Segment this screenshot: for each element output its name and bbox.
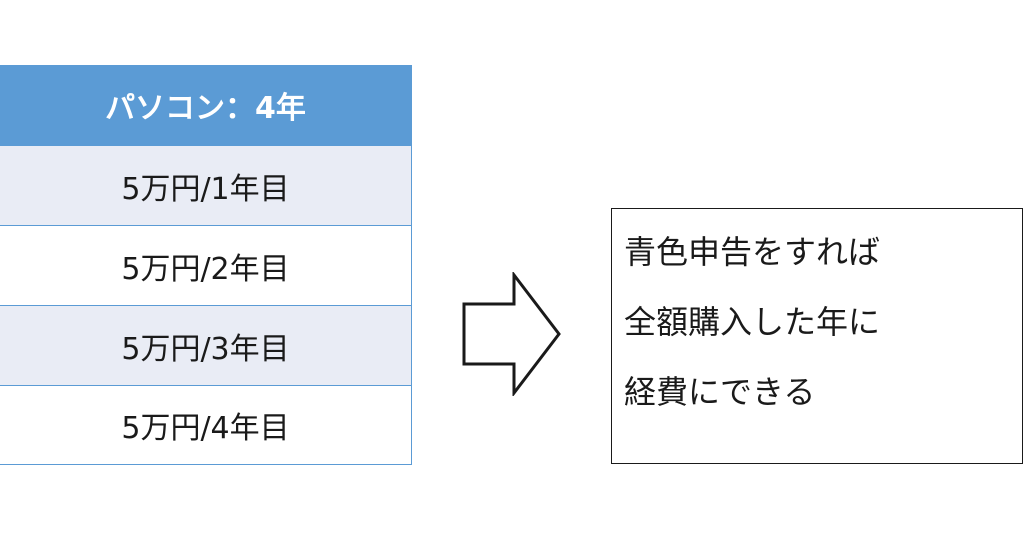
note-line: 青色申告をすれば	[624, 233, 881, 271]
table-row: 5万円/4年目	[0, 385, 412, 465]
depreciation-table: パソコン：4年 5万円/1年目 5万円/2年目 5万円/3年目 5万円/4年目	[0, 65, 412, 465]
table-row: 5万円/2年目	[0, 225, 412, 305]
table-row: 5万円/1年目	[0, 145, 412, 225]
note-line: 経費にできる	[624, 373, 816, 411]
table-row: 5万円/3年目	[0, 305, 412, 385]
right-arrow-icon	[462, 272, 561, 396]
note-line: 全額購入した年に	[624, 303, 881, 341]
note-box: 青色申告をすれば 全額購入した年に 経費にできる	[611, 208, 1023, 464]
table-header: パソコン：4年	[0, 65, 412, 145]
